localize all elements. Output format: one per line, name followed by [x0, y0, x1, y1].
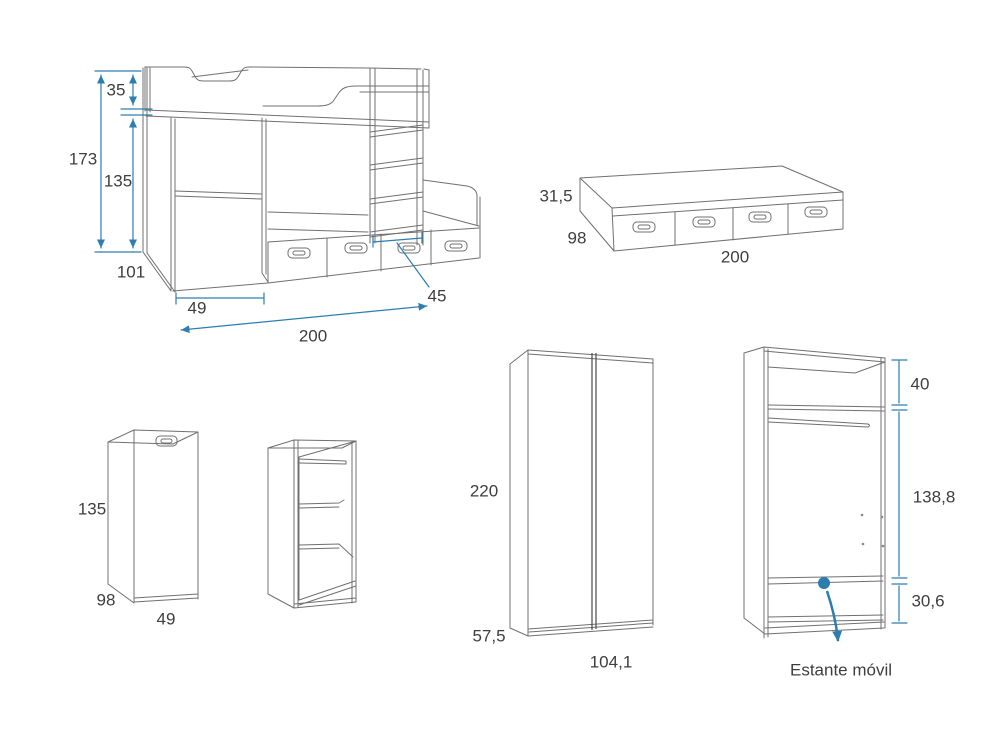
wardrobe-open-drawing	[743, 346, 886, 639]
wardrobe-door-gap	[591, 353, 597, 630]
dim-wardrobe-bottom-section: 30,6	[911, 591, 945, 611]
loft-bed-dimension-lines	[94, 70, 430, 334]
dim-loft-ladder-width: 45	[427, 286, 447, 306]
wardrobe-closed-drawing	[509, 349, 654, 637]
loft-bed-drawing	[142, 66, 481, 293]
wardrobe-shelf-peg-holes	[860, 513, 885, 548]
dim-wardrobe-depth: 57,5	[472, 626, 506, 646]
movable-shelf-callout-arrow	[818, 577, 843, 642]
movable-shelf-dot	[818, 577, 830, 589]
dim-wardrobe-top-section: 40	[910, 374, 930, 394]
dim-cabinet-height: 135	[77, 499, 107, 519]
dim-loft-guard-rail-height: 35	[106, 80, 126, 100]
dim-wardrobe-width: 104,1	[589, 652, 633, 672]
dim-trundle-depth: 98	[567, 228, 587, 248]
dim-loft-total-height: 173	[68, 149, 98, 169]
dim-loft-clearance: 135	[103, 171, 133, 191]
movable-shelf-callout-label: Estante móvil	[789, 660, 893, 680]
dim-trundle-length: 200	[720, 247, 750, 267]
wardrobe-dimension-lines	[891, 359, 908, 624]
dim-loft-desk-width: 49	[187, 298, 207, 318]
dim-wardrobe-height: 220	[469, 481, 499, 501]
dim-loft-total-length: 200	[298, 326, 328, 346]
dim-loft-depth: 101	[116, 262, 146, 282]
trundle-drawer-base-drawing	[579, 165, 844, 252]
small-cabinet-open-drawing	[267, 439, 357, 609]
dim-cabinet-width: 49	[156, 609, 176, 629]
dim-trundle-height: 31,5	[539, 186, 573, 206]
small-cabinet-closed-drawing	[107, 429, 199, 604]
dim-cabinet-depth: 98	[96, 590, 116, 610]
dim-wardrobe-hanging-section: 138,8	[912, 487, 956, 507]
